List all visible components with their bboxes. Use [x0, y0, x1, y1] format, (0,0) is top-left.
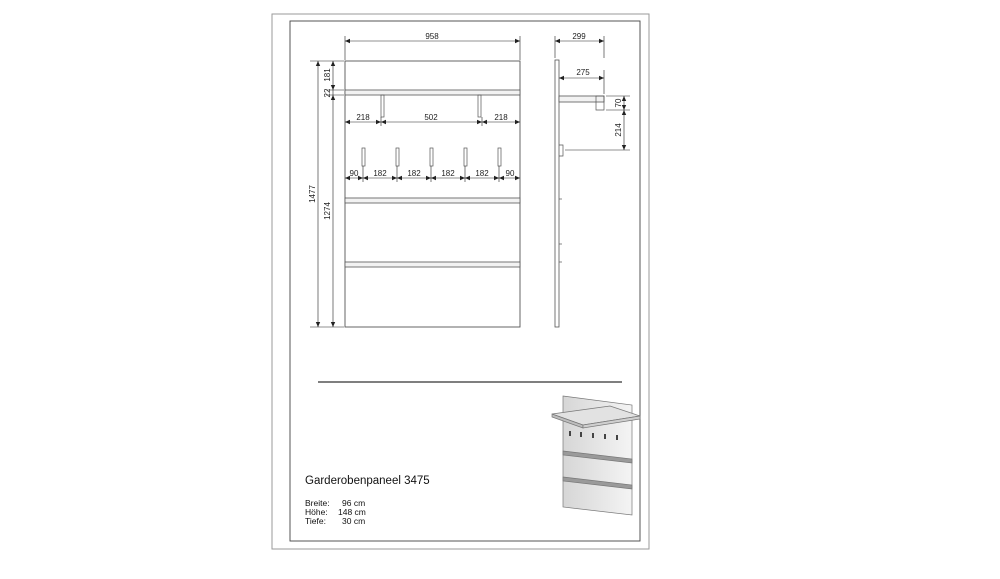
hook — [429, 147, 434, 167]
dim-hook-spacing: 90 — [350, 169, 359, 178]
dim-total-height: 1477 — [308, 185, 317, 203]
dim-hook-spacing: 182 — [475, 169, 489, 178]
side-view — [554, 59, 605, 328]
dim-shelf-depth: 275 — [576, 68, 590, 77]
spec-value-width: 96 cm — [342, 498, 365, 508]
rail-lower — [344, 261, 521, 268]
spec-label-height: Höhe: — [305, 507, 328, 517]
front-view — [344, 60, 521, 328]
hook — [497, 147, 502, 167]
dim-depth: 299 — [572, 32, 586, 41]
product-3d-preview — [551, 395, 641, 516]
hook — [463, 147, 468, 167]
preview-rail-upper — [562, 450, 633, 464]
spec-value-depth: 30 cm — [342, 516, 365, 526]
hook — [361, 147, 366, 167]
outer-frame — [271, 13, 650, 550]
side-hook — [559, 144, 564, 157]
hook — [395, 147, 400, 167]
dim-hook-spacing: 182 — [373, 169, 387, 178]
side-shelf — [558, 95, 605, 103]
spec-label-depth: Tiefe: — [305, 516, 326, 526]
dim-width: 958 — [425, 32, 439, 41]
bracket-right — [477, 94, 482, 118]
dim-bracket-mid: 502 — [424, 113, 438, 122]
dim-shelf-top: 181 — [323, 68, 332, 82]
dim-bracket-left: 218 — [356, 113, 370, 122]
dim-bracket-h2: 214 — [614, 123, 623, 137]
dim-bracket-h1: 70 — [614, 98, 623, 107]
preview-hooks — [569, 431, 618, 440]
spec-value-height: 148 cm — [338, 507, 366, 517]
front-panel — [344, 60, 521, 328]
dim-hook-spacing: 90 — [506, 169, 515, 178]
product-title: Garderobenpaneel 3475 — [305, 475, 430, 487]
front-shelf — [344, 89, 521, 96]
side-panel — [554, 59, 560, 328]
inner-frame — [289, 20, 641, 542]
bracket-left — [380, 94, 385, 118]
hooks — [361, 147, 502, 167]
rail-upper — [344, 197, 521, 204]
dim-bracket-right: 218 — [494, 113, 508, 122]
dim-shelf-thickness: 22 — [323, 88, 332, 97]
spec-label-width: Breite: — [305, 498, 330, 508]
dim-lower-height: 1274 — [323, 202, 332, 220]
dim-hook-spacing: 182 — [407, 169, 421, 178]
side-bracket — [595, 95, 605, 111]
preview-rail-lower — [562, 476, 633, 490]
dim-hook-spacing: 182 — [441, 169, 455, 178]
